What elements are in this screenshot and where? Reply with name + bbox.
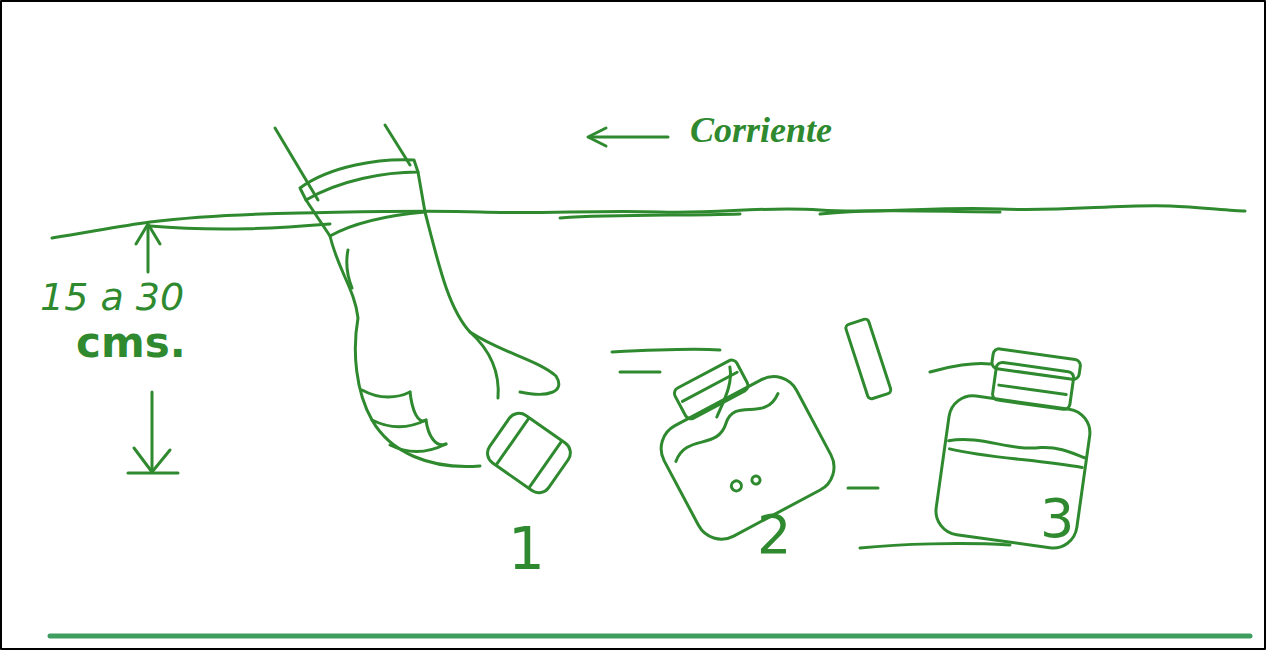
filling-jar [637, 339, 843, 548]
dimension-label: 15 a 30 [40, 278, 184, 316]
callout-number: 1 [508, 520, 545, 578]
jar-cap [845, 318, 892, 400]
callout-number: 2 [757, 508, 791, 562]
flow-label: Corriente [690, 112, 832, 148]
dimension-unit: cms. [76, 322, 186, 364]
water-surface [52, 206, 1245, 238]
current-arrow [588, 128, 668, 146]
callout-number: 3 [1040, 492, 1074, 546]
water-surface-ripple [150, 211, 1000, 229]
sealed-jar [933, 343, 1100, 551]
bottom-rule [50, 634, 1250, 639]
sample-bottle [483, 409, 575, 498]
